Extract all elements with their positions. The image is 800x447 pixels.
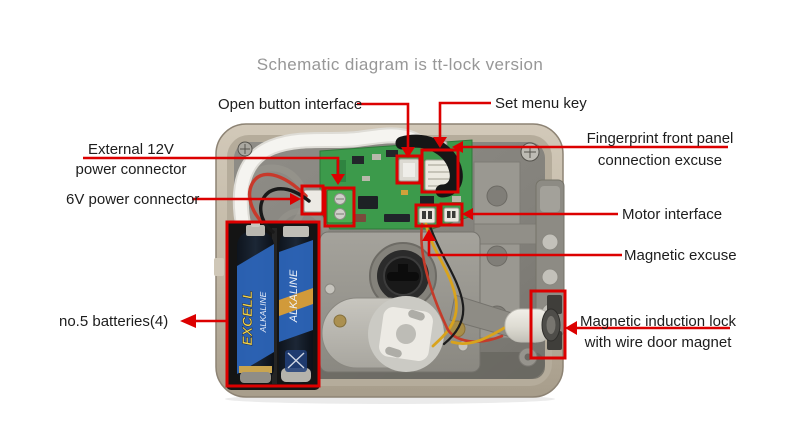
highlight-12v-connector xyxy=(323,186,356,228)
lock-photo: EXCELL ALKALINE ALKALINE xyxy=(214,123,565,404)
annotation-open-button-arrow xyxy=(357,102,415,158)
battery-left: EXCELL ALKALINE xyxy=(237,221,274,383)
page-title: Schematic diagram is tt-lock version xyxy=(256,55,544,74)
label-fingerprint-connection: Fingerprint front panel connection excus… xyxy=(584,128,736,172)
connector-open-button-face xyxy=(403,163,415,177)
highlight-magnetic-lock xyxy=(529,289,567,360)
annotation-motor-arrow xyxy=(462,208,618,220)
side-latch xyxy=(214,258,224,276)
battery-type-text: ALKALINE xyxy=(288,269,300,323)
label-no5-batteries: no.5 batteries(4) xyxy=(59,313,169,330)
highlight-batteries xyxy=(225,220,321,388)
highlight-motor-connector xyxy=(439,202,464,227)
spindle-slot xyxy=(387,272,419,281)
battery-type-text: ALKALINE xyxy=(258,291,268,333)
annotation-overlay xyxy=(83,101,730,388)
label-6v-power-connector: 6V power connector xyxy=(66,191,200,208)
highlight-magnet-connector xyxy=(414,203,440,228)
annotation-6v-arrow xyxy=(192,193,301,205)
label-set-menu-key: Set menu key xyxy=(495,95,587,112)
connector-magnet xyxy=(418,207,436,224)
battery-right: ALKALINE xyxy=(279,226,313,383)
label-line: Fingerprint front panel xyxy=(586,130,734,147)
highlight-6v-connector xyxy=(300,184,325,216)
annotation-magnetic-excuse-arrow xyxy=(422,229,622,257)
connector-motor xyxy=(443,207,460,223)
label-magnetic-excuse: Magnetic excuse xyxy=(624,247,737,264)
battery-brand-text: EXCELL xyxy=(239,290,255,345)
label-magnetic-induction-lock: Magnetic induction lock with wire door m… xyxy=(580,311,736,353)
annotation-fingerprint-arrow xyxy=(452,141,728,153)
wire-bundle xyxy=(395,134,463,198)
label-line: with wire door magnet xyxy=(584,334,732,351)
highlight-fingerprint xyxy=(420,148,460,194)
label-external-12v-power-connector: External 12V power connector xyxy=(55,140,207,180)
label-open-button-interface: Open button interface xyxy=(218,96,363,113)
label-line: Magnetic induction lock xyxy=(580,313,736,330)
label-line: power connector xyxy=(75,161,187,178)
annotation-external-12v-arrow xyxy=(83,156,345,185)
terminal-12v xyxy=(326,189,354,224)
label-line: External 12V xyxy=(88,141,174,158)
annotation-set-menu-arrow xyxy=(433,101,491,148)
label-motor-interface: Motor interface xyxy=(622,206,723,223)
annotation-magnetic-lock-arrow xyxy=(565,321,730,335)
battery-pack: EXCELL ALKALINE ALKALINE xyxy=(226,221,320,390)
label-line: connection excuse xyxy=(597,152,723,169)
cable-tube xyxy=(234,129,430,236)
annotation-batteries-arrow xyxy=(180,314,227,328)
